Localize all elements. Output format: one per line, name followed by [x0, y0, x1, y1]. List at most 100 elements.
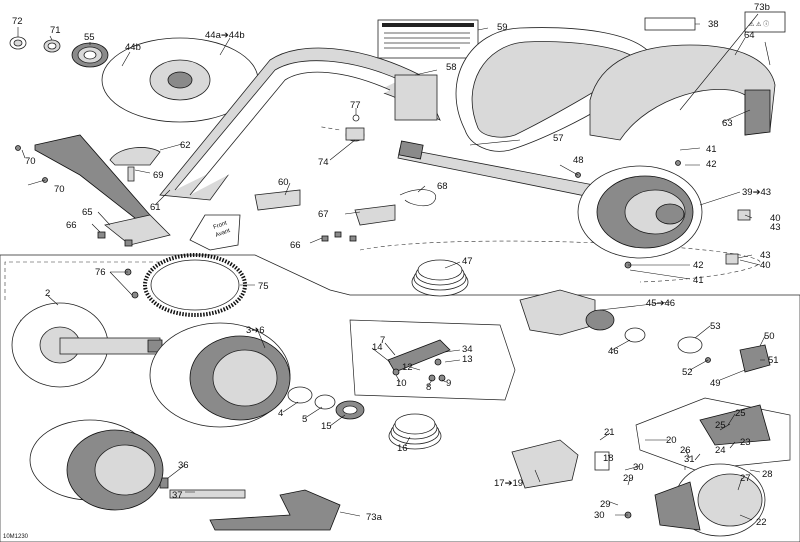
callout-62: 62	[180, 140, 191, 151]
part-72-cap	[9, 36, 27, 50]
callout-10: 10	[396, 378, 407, 389]
part-60-bracket	[254, 189, 301, 211]
callout-25a: 25	[735, 408, 746, 419]
front-label: Front	[213, 220, 229, 231]
part-76-screw	[131, 291, 139, 299]
callout-12: 12	[402, 362, 413, 373]
part-59-warning-label	[377, 19, 479, 59]
part-37-bolt	[169, 489, 246, 499]
callout-39: 39➔43	[742, 187, 771, 198]
part-46-ring	[624, 327, 646, 343]
callout-42b: 42	[693, 260, 704, 271]
part-49-roller-assembly	[739, 344, 771, 373]
callout-47: 47	[462, 256, 473, 267]
callout-53: 53	[710, 321, 721, 332]
part-57-drive-belt	[455, 27, 656, 152]
callout-36: 36	[178, 460, 189, 471]
part-73b-decal	[744, 11, 786, 33]
callout-44a: 44a➔44b	[205, 30, 245, 41]
part-7-lever	[387, 339, 451, 373]
part-63-guard-cover	[589, 44, 776, 141]
callout-34: 34	[462, 344, 473, 355]
callout-42a: 42	[706, 159, 717, 170]
part-66-nut	[334, 231, 342, 238]
callout-15: 15	[321, 421, 332, 432]
callout-14: 14	[372, 342, 383, 353]
callout-22: 22	[756, 517, 767, 528]
callout-leaders	[17, 13, 771, 521]
callout-50: 50	[764, 331, 775, 342]
part-39-driven-pulley	[577, 165, 703, 259]
part-66-nut	[321, 235, 329, 242]
callout-59: 59	[497, 22, 508, 33]
part-17-cam	[511, 439, 579, 489]
callout-60: 60	[278, 177, 289, 188]
callout-44b: 44b	[125, 42, 141, 53]
part-23-arm	[699, 404, 771, 446]
callout-43a: 43	[770, 222, 781, 233]
part-3-fixed-sheave	[149, 322, 291, 428]
part-drive-clutch-assembly	[29, 419, 164, 511]
callout-24: 24	[715, 445, 726, 456]
callout-46: 46	[608, 346, 619, 357]
callout-29a: 29	[623, 473, 634, 484]
part-66-nut	[124, 239, 133, 247]
callout-7: 7	[380, 335, 385, 346]
secondary-subassembly-frame	[635, 397, 791, 471]
part-40-block	[725, 253, 739, 265]
part-40-block	[737, 209, 751, 221]
callout-77: 77	[350, 100, 361, 111]
guide-line	[4, 261, 160, 300]
callout-68: 68	[437, 181, 448, 192]
part-45-spider	[519, 289, 615, 336]
part-74-bushing	[345, 127, 365, 142]
callout-27: 27	[740, 473, 751, 484]
callout-30a: 30	[633, 462, 644, 473]
callout-37: 37	[172, 490, 183, 501]
callout-72: 72	[12, 16, 23, 27]
part-67-clamp	[354, 204, 396, 226]
svg-text:⚠ ⚠ ⓘ: ⚠ ⚠ ⓘ	[749, 20, 769, 28]
part-71-spacer	[43, 39, 61, 53]
callout-64: 64	[744, 30, 755, 41]
part-65-support	[104, 214, 171, 246]
part-16-spring	[388, 413, 442, 450]
diagram-code: 10M1230	[3, 534, 29, 540]
callout-74: 74	[318, 157, 329, 168]
callout-25b: 25	[715, 420, 726, 431]
callout-labels: 72 71 55 44b 44a➔44b 59 38 73b 64 58 77 …	[12, 2, 781, 528]
part-53-washer	[677, 336, 703, 354]
callout-40b: 40	[760, 260, 771, 271]
callout-26: 26	[680, 445, 691, 456]
part-22-driven-assembly	[654, 463, 766, 537]
callout-41b: 41	[693, 275, 704, 286]
callout-66b: 66	[290, 240, 301, 251]
part-73a-bracket	[209, 489, 341, 531]
part-44a-sheave	[101, 37, 259, 123]
callout-48: 48	[573, 155, 584, 166]
part-62-bracket	[109, 147, 161, 166]
callout-21: 21	[604, 427, 615, 438]
callout-41a: 41	[706, 144, 717, 155]
part-38-label	[644, 17, 696, 31]
callout-2: 2	[45, 288, 50, 299]
callout-40a: 40	[770, 213, 781, 224]
avant-label: Avant	[215, 228, 232, 239]
front-direction-arrow-icon: Front Avant	[189, 214, 241, 251]
callout-9: 9	[446, 378, 451, 389]
part-8-washer	[428, 374, 436, 382]
callout-20: 20	[666, 435, 677, 446]
part-12-roller	[434, 358, 442, 366]
callout-57: 57	[553, 133, 564, 144]
callout-58: 58	[446, 62, 457, 73]
callout-65: 65	[82, 207, 93, 218]
callout-52: 52	[682, 367, 693, 378]
callout-43b: 43	[760, 250, 771, 261]
callout-30b: 30	[594, 510, 605, 521]
callout-67: 67	[318, 209, 329, 220]
bolt-icon	[15, 145, 21, 151]
part-2-drive-pulley	[11, 302, 163, 388]
callout-16: 16	[397, 443, 408, 454]
callout-70a: 70	[25, 156, 36, 167]
callout-49: 49	[710, 378, 721, 389]
